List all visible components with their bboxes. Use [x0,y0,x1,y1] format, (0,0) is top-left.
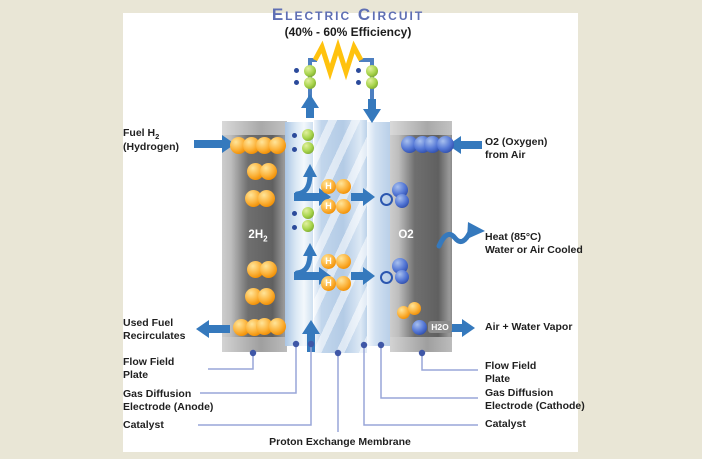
used-fuel-label: Used Fuel Recirculates [123,317,186,342]
gde-cathode-label: Gas Diffusion Electrode (Cathode) [485,387,585,412]
electron-dot [294,80,299,85]
water-hydrogen-atom [397,306,410,319]
catalyst-right-label: Catalyst [485,418,526,430]
anode-flow-field-plate [222,121,287,352]
oxygen-ring-icon [380,193,393,206]
proton-h-ion: H [321,254,336,269]
electron [302,129,314,141]
fuel-label-line2: (Hydrogen) [123,141,179,154]
proton-partner [336,254,351,269]
h-ion-label: H [325,201,332,211]
anode-plate-bottom-cap [222,337,287,352]
o2-molecule [424,136,454,153]
anode-gas-diffusion-electrode [285,122,313,346]
fuel-label-line1: Fuel H2 [123,127,160,142]
oxygen-ring-icon [380,271,393,284]
proton-h-ion: H [321,179,336,194]
h2-molecule [247,163,277,180]
water-hydrogen-atom [408,302,421,315]
electron-dot [292,147,297,152]
proton-h-ion: H [321,276,336,291]
diagram-subtitle: (40% - 60% Efficiency) [284,25,412,39]
heat-label: Heat (85°C) Water or Air Cooled [485,231,583,256]
proton-partner [336,199,351,214]
anode-gas-label: 2H2 [248,229,268,244]
diagram-title: Electric Circuit [271,5,425,24]
proton-exchange-membrane [314,120,367,353]
h2-molecule [247,261,277,278]
electron [302,220,314,232]
electron [304,77,316,89]
water-oxygen-atom [412,320,427,335]
anode-plate-top-cap [222,121,287,135]
h2-molecule [230,137,260,154]
h-ion-label: H [325,278,332,288]
electron [302,207,314,219]
oxygen-atom [395,270,409,284]
cathode-gas-diffusion-electrode [367,122,390,346]
electron-dot [292,225,297,230]
proton-partner [336,276,351,291]
electron-dot [356,80,361,85]
electron-dot [292,133,297,138]
electron [302,142,314,154]
cathode-plate-top-cap [390,121,452,135]
electron [304,65,316,77]
h-ion-label: H [325,256,332,266]
electron [366,65,378,77]
h2-molecule [245,190,275,207]
electron-dot [294,68,299,73]
h2o-badge: H2O [428,321,452,333]
oxygen-atom [395,194,409,208]
h-ion-label: H [325,181,332,191]
h2-molecule [256,318,286,335]
h2-molecule [256,137,286,154]
proton-partner [336,179,351,194]
catalyst-left-label: Catalyst [123,419,164,431]
electron-dot [356,68,361,73]
fuel-label: Fuel H2 (Hydrogen) [123,127,179,154]
gde-anode-label: Gas Diffusion Electrode (Anode) [123,388,214,413]
electron [366,77,378,89]
proton-h-ion: H [321,199,336,214]
air-water-vapor-label: Air + Water Vapor [485,321,573,333]
cathode-plate-bottom-cap [390,337,452,352]
electron-dot [292,211,297,216]
pem-label: Proton Exchange Membrane [269,436,411,448]
flow-field-plate-right-label: Flow Field Plate [485,360,537,385]
oxygen-label: O2 (Oxygen) from Air [485,136,548,161]
h2-molecule [245,288,275,305]
flow-field-plate-left-label: Flow Field Plate [123,356,175,381]
cathode-gas-label: O2 [398,229,414,241]
